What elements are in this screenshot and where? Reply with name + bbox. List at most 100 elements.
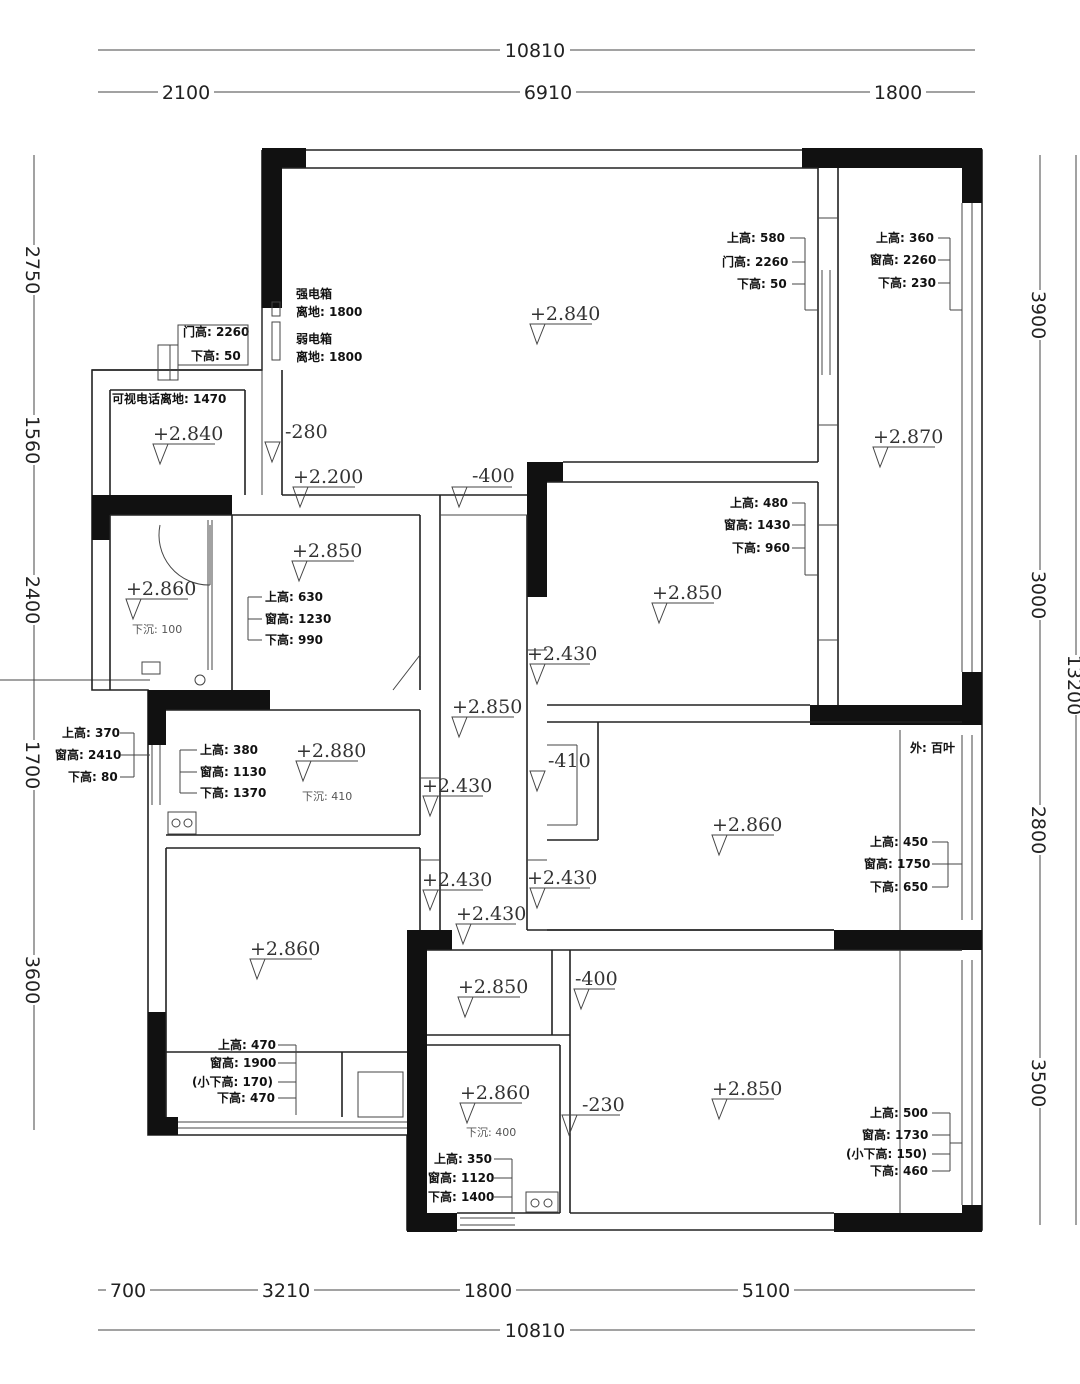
svg-text:窗高: 1130: 窗高: 1130	[200, 764, 266, 779]
svg-text:下高: 1400: 下高: 1400	[428, 1189, 494, 1204]
svg-text:上高: 580: 上高: 580	[727, 230, 785, 245]
note-weak-box: 弱电箱 离地: 1800	[271, 321, 362, 364]
elev-bedroom-right: +2.860	[711, 814, 782, 857]
note-bedroom-left-window: 上高: 470 窗高: 1900 (小下高: 170) 下高: 470	[192, 1037, 297, 1115]
svg-text:+2.860: +2.860	[460, 1082, 530, 1104]
note-bath-bottom-window: 上高: 350 窗高: 1120 下高: 1400	[428, 1151, 513, 1213]
svg-text:+2.850: +2.850	[652, 582, 722, 604]
elev-drop-280: -280	[264, 421, 328, 464]
svg-text:+2.870: +2.870	[873, 426, 943, 448]
top-dimension-total: 10810	[98, 38, 975, 62]
note-kitchen-window: 上高: 380 窗高: 1130 下高: 1370	[179, 742, 266, 800]
elev-hall-e: +2.430	[455, 903, 526, 946]
dim-top-total: 10810	[505, 40, 565, 62]
svg-text:下沉: 100: 下沉: 100	[132, 623, 182, 636]
svg-text:+2.860: +2.860	[712, 814, 782, 836]
svg-text:窗高: 1430: 窗高: 1430	[724, 517, 790, 532]
svg-text:窗高: 1900: 窗高: 1900	[210, 1055, 276, 1070]
dim-bottom-seg-1: 700	[110, 1280, 146, 1302]
svg-text:(小下高: 170): (小下高: 170)	[192, 1074, 273, 1089]
svg-text:+2.430: +2.430	[527, 643, 597, 665]
svg-text:窗高: 2410: 窗高: 2410	[55, 747, 121, 762]
elev-drop-400: -400	[451, 465, 515, 509]
svg-text:+2.430: +2.430	[422, 775, 492, 797]
elev-master-bedroom: +2.850	[711, 1078, 782, 1121]
svg-text:+2.880: +2.880	[296, 740, 366, 762]
note-window-right-top: 上高: 360 窗高: 2260 下高: 230	[870, 230, 962, 311]
elev-hall-d: +2.430	[527, 867, 597, 910]
svg-text:下高: 1370: 下高: 1370	[200, 785, 266, 800]
elev-corridor-a: +2.200	[292, 466, 363, 509]
dim-right-total: 13200	[1063, 655, 1080, 715]
note-blinds: 外: 百叶	[910, 740, 955, 755]
svg-text:下沉: 400: 下沉: 400	[466, 1126, 516, 1139]
svg-text:离地: 1800: 离地: 1800	[296, 349, 362, 364]
dim-right-seg-2: 3000	[1027, 571, 1049, 619]
svg-text:下高: 230: 下高: 230	[878, 275, 936, 290]
bottom-dimension-segments: 700 3210 1800 5100	[98, 1278, 975, 1302]
svg-text:下高: 990: 下高: 990	[265, 632, 323, 647]
svg-text:窗高: 1120: 窗高: 1120	[428, 1170, 494, 1185]
svg-text:+2.850: +2.850	[292, 540, 362, 562]
svg-text:上高: 450: 上高: 450	[870, 834, 928, 849]
svg-text:-230: -230	[582, 1094, 625, 1116]
svg-text:+2.860: +2.860	[250, 938, 320, 960]
svg-text:上高: 470: 上高: 470	[218, 1037, 276, 1052]
note-bedroom-right-window: 上高: 450 窗高: 1750 下高: 650	[864, 834, 962, 894]
svg-text:(小下高: 150): (小下高: 150)	[846, 1146, 927, 1161]
svg-text:上高: 350: 上高: 350	[434, 1151, 492, 1166]
svg-text:离地: 1800: 离地: 1800	[296, 304, 362, 319]
dim-bottom-seg-2: 3210	[262, 1280, 310, 1302]
svg-text:上高: 380: 上高: 380	[200, 742, 258, 757]
walls	[91, 148, 983, 1232]
svg-text:强电箱: 强电箱	[296, 286, 332, 301]
note-entry-door: 门高: 2260 下高: 50	[177, 324, 249, 366]
bottom-dimension-total: 10810	[98, 1318, 975, 1342]
dim-right-seg-1: 3900	[1027, 291, 1049, 339]
svg-text:弱电箱: 弱电箱	[296, 331, 332, 346]
svg-text:上高: 360: 上高: 360	[876, 230, 934, 245]
left-dimension-segments: 2750 1560 2400 1700 3600	[0, 155, 150, 1130]
elev-bath-small: +2.860 下沉: 100	[125, 578, 196, 636]
svg-text:+2.850: +2.850	[712, 1078, 782, 1100]
svg-text:下高: 460: 下高: 460	[870, 1163, 928, 1178]
elev-balcony-right: +2.870	[872, 426, 943, 469]
svg-text:窗高: 1730: 窗高: 1730	[862, 1127, 928, 1142]
svg-text:+2.200: +2.200	[293, 466, 363, 488]
svg-text:+2.840: +2.840	[153, 423, 223, 445]
svg-text:窗高: 1230: 窗高: 1230	[265, 611, 331, 626]
elev-closet: +2.850	[457, 976, 528, 1019]
elev-hall-b: +2.430	[422, 775, 492, 818]
elev-bedroom-mid: +2.850	[651, 582, 722, 625]
svg-text:下高: 50: 下高: 50	[737, 276, 787, 291]
dim-left-seg-3: 2400	[21, 576, 43, 624]
elev-drop-400b: -400	[573, 968, 618, 1011]
dim-top-seg-1: 2100	[162, 82, 210, 104]
note-door-top-right: 上高: 580 门高: 2260 下高: 50	[722, 230, 818, 311]
svg-text:下高: 650: 下高: 650	[870, 879, 928, 894]
svg-text:+2.840: +2.840	[530, 303, 600, 325]
svg-text:+2.850: +2.850	[452, 696, 522, 718]
svg-text:下高: 470: 下高: 470	[217, 1090, 275, 1105]
elev-entry: +2.840	[152, 423, 223, 466]
svg-text:门高: 2260: 门高: 2260	[183, 324, 249, 339]
svg-text:+2.430: +2.430	[422, 869, 492, 891]
dim-left-seg-2: 1560	[21, 416, 43, 464]
top-dimension-segments: 2100 6910 1800	[98, 80, 975, 104]
svg-text:+2.860: +2.860	[126, 578, 196, 600]
dim-top-seg-2: 6910	[524, 82, 572, 104]
toilet-fixture	[141, 661, 206, 686]
svg-text:上高: 500: 上高: 500	[870, 1105, 928, 1120]
svg-text:-280: -280	[285, 421, 328, 443]
note-strong-box: 强电箱 离地: 1800	[271, 286, 362, 319]
svg-text:-400: -400	[575, 968, 618, 990]
note-left-window: 上高: 370 窗高: 2410 下高: 80	[55, 725, 150, 784]
svg-text:下高: 960: 下高: 960	[732, 540, 790, 555]
svg-text:上高: 630: 上高: 630	[265, 589, 323, 604]
svg-text:下高: 50: 下高: 50	[191, 348, 241, 363]
elev-hall-c: +2.430	[422, 869, 492, 912]
svg-text:上高: 480: 上高: 480	[730, 495, 788, 510]
elev-laundry: +2.850	[291, 540, 362, 583]
